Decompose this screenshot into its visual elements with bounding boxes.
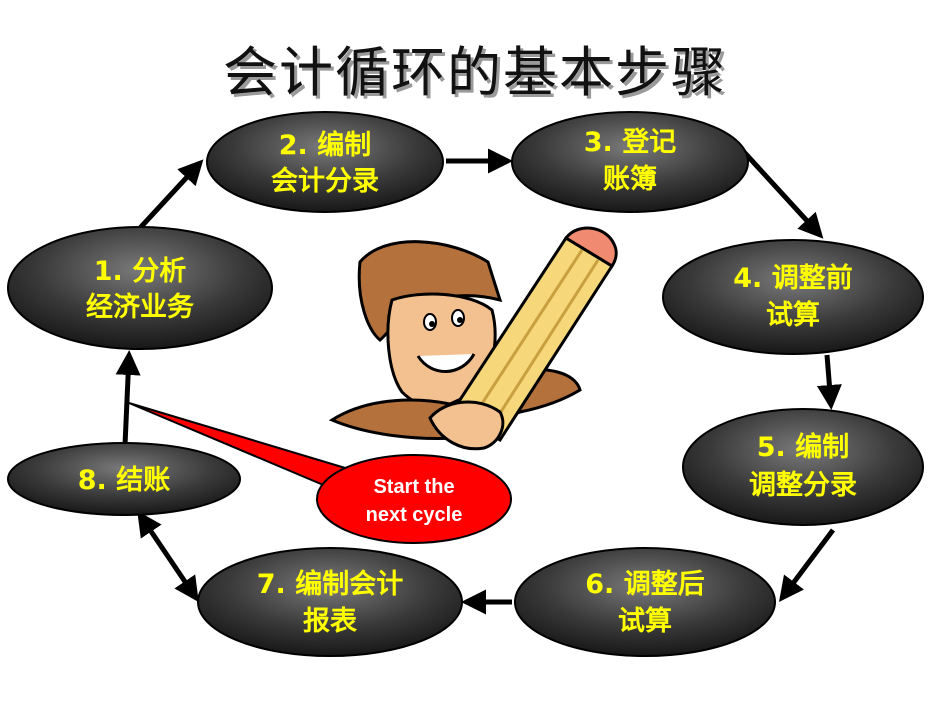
callout-bubble	[316, 454, 512, 544]
step-3-node: 3. 登记 账簿	[511, 111, 749, 213]
step-1-line-2: 经济业务	[86, 291, 194, 323]
step-2-line-2: 会计分录	[271, 166, 379, 197]
step-5-line-2: 调整分录	[749, 470, 857, 501]
step-8-line-1: 8. 结账	[78, 465, 170, 496]
step-5-line-1: 5. 编制	[757, 431, 849, 463]
step-6-line-2: 试算	[618, 605, 672, 637]
arrow-7-8-double	[137, 510, 199, 603]
arrow-8-to-1	[115, 350, 141, 446]
step-7-node: 7. 编制会计 报表	[197, 547, 463, 657]
step-7-line-2: 报表	[303, 606, 357, 637]
arrow-1-to-2	[138, 159, 204, 230]
step-5-node: 5. 编制 调整分录	[682, 408, 924, 526]
step-2-node: 2. 编制 会计分录	[206, 111, 444, 213]
step-4-line-2: 试算	[766, 299, 820, 331]
callout-line-2: next cycle	[366, 504, 463, 526]
step-6-node: 6. 调整后 试算	[514, 547, 776, 657]
page-title: 会计循环的基本步骤	[223, 41, 727, 104]
step-2-line-1: 2. 编制	[279, 129, 371, 161]
cycle-arrows	[115, 148, 842, 615]
step-3-line-1: 3. 登记	[584, 127, 676, 158]
cartoon-person-with-pencil-icon	[328, 226, 618, 451]
step-4-line-1: 4. 调整前	[733, 262, 852, 294]
arrow-5-to-6	[779, 528, 835, 602]
step-7-line-1: 7. 编制会计	[257, 568, 403, 600]
step-4-node: 4. 调整前 试算	[662, 239, 924, 355]
step-1-line-1: 1. 分析	[94, 256, 186, 287]
callout-line-1: Start the	[373, 476, 454, 498]
arrow-4-to-5	[816, 354, 842, 410]
arrow-3-to-4	[742, 150, 824, 239]
step-8-node: 8. 结账	[7, 442, 241, 516]
next-cycle-callout: Start the next cycle	[128, 402, 512, 544]
step-1-node: 1. 分析 经济业务	[7, 226, 273, 350]
step-6-line-1: 6. 调整后	[585, 569, 704, 600]
step-3-line-2: 账簿	[603, 164, 657, 195]
